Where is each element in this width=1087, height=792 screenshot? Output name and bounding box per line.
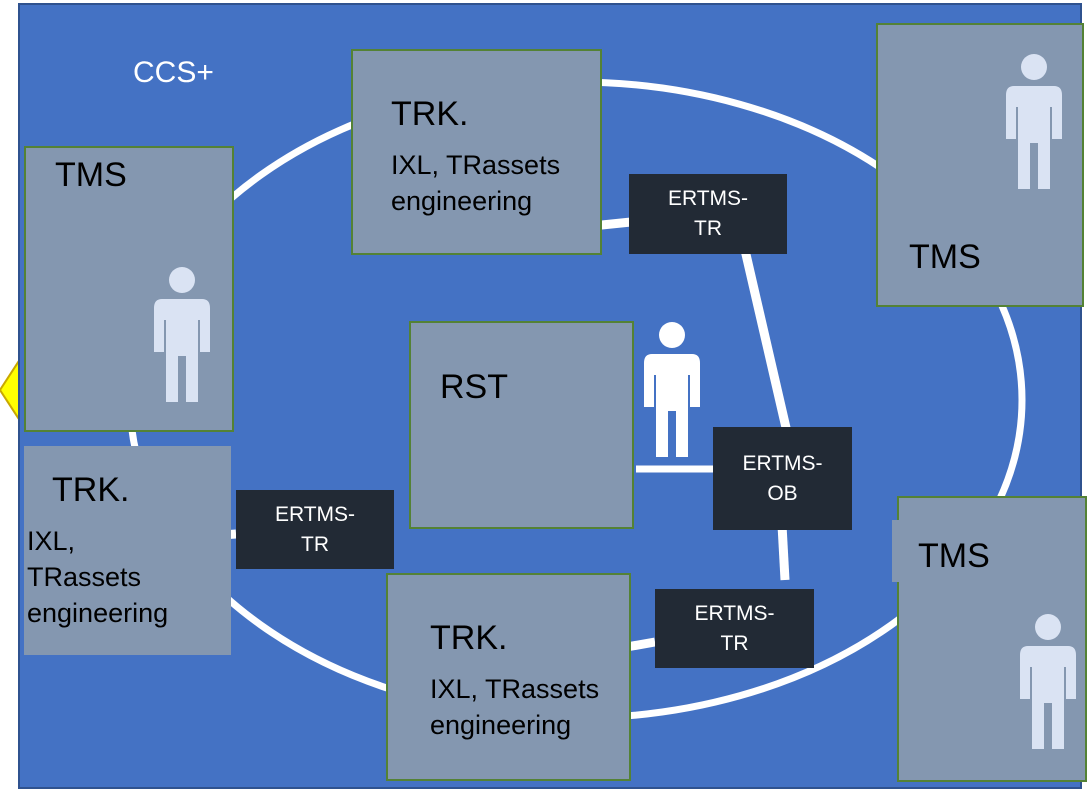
person-icon xyxy=(154,267,210,402)
person-icon xyxy=(644,322,700,457)
interface-ertms-tr-top: ERTMS- TR xyxy=(629,174,787,254)
region-label: CCS+ xyxy=(133,56,214,89)
trk-node-line: TRassets xyxy=(27,562,142,592)
tms-node-left: TMS xyxy=(24,146,234,432)
interface-ertms-tr-bottom: ERTMS- TR xyxy=(655,589,814,668)
trk-node-line: engineering xyxy=(27,598,169,628)
rst-node-label: RST xyxy=(440,368,508,406)
tms-node-label: TMS xyxy=(918,537,990,575)
tms-node-label: TMS xyxy=(55,156,127,194)
interface-line: TR xyxy=(720,631,749,655)
trk-node-left: TRK. IXL, TRassets engineering xyxy=(24,446,231,655)
interface-ertms-ob: ERTMS- OB xyxy=(713,427,852,530)
trk-node-line: engineering xyxy=(391,186,533,216)
tms-node-label: TMS xyxy=(909,238,981,276)
interface-line: TR xyxy=(301,532,329,556)
trk-node-line: IXL, TRassets xyxy=(391,150,561,180)
interface-line: ERTMS- xyxy=(742,451,823,475)
interface-line: OB xyxy=(767,481,798,505)
tms-label-bg: TMS xyxy=(892,520,1008,582)
trk-node-line: IXL, TRassets xyxy=(430,674,600,704)
interface-line: ERTMS- xyxy=(274,502,356,526)
trk-node-title: TRK. xyxy=(430,619,508,657)
person-icon xyxy=(1006,54,1062,189)
person-icon xyxy=(1020,614,1076,749)
trk-node-bottom: TRK. IXL, TRassets engineering xyxy=(386,573,631,781)
trk-node-title: TRK. xyxy=(52,471,130,509)
interface-line: TR xyxy=(694,217,722,240)
trk-node-line: engineering xyxy=(430,710,572,740)
rst-node: RST xyxy=(409,321,634,529)
interface-ertms-tr-left: ERTMS- TR xyxy=(236,490,394,569)
interface-line: ERTMS- xyxy=(667,187,749,210)
trk-node-top: TRK. IXL, TRassets engineering xyxy=(351,49,602,255)
trk-node-line: IXL, xyxy=(27,526,76,556)
trk-node-title: TRK. xyxy=(391,95,469,133)
interface-line: ERTMS- xyxy=(694,601,775,625)
